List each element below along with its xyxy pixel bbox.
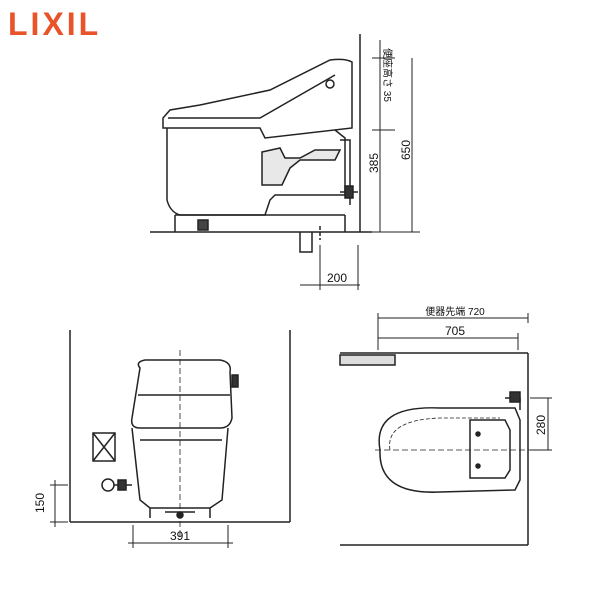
lid-button-icon	[325, 79, 335, 89]
dim-150: 150	[33, 493, 47, 513]
toilet-lid	[162, 58, 353, 139]
front-view	[69, 330, 291, 540]
toilet-body	[166, 128, 346, 216]
front-dimensions	[50, 480, 233, 548]
top-hole-icon-1	[475, 431, 481, 437]
dim-720: 便器先端 720	[425, 305, 485, 318]
top-hole-icon-2	[475, 463, 481, 469]
outlet-cross	[92, 432, 116, 462]
paper-holder	[339, 354, 396, 366]
water-valve-icon	[344, 185, 354, 199]
supply-valve-icon	[117, 479, 127, 491]
lixil-logo: LIXIL	[8, 6, 102, 42]
floor-bolt-icon	[197, 219, 209, 231]
top-dimensions	[377, 313, 552, 451]
toilet-base	[174, 214, 346, 232]
dim-seat-height: 便座高さ 35	[381, 48, 394, 102]
outlet-box	[92, 432, 116, 462]
side-view	[150, 34, 372, 253]
internal-tank	[261, 147, 342, 186]
dim-705: 705	[445, 324, 465, 338]
top-bowl-inner	[389, 417, 500, 451]
side-dimensions	[300, 40, 420, 290]
top-seat-region	[469, 419, 511, 479]
dim-200: 200	[327, 271, 347, 285]
front-lid	[130, 359, 233, 429]
top-view	[339, 352, 545, 546]
dim-391: 391	[170, 529, 190, 543]
lid-seam	[168, 74, 336, 119]
dim-650: 650	[399, 140, 413, 160]
dim-385: 385	[367, 153, 381, 173]
dim-280: 280	[534, 415, 548, 435]
side-button-icon	[231, 374, 239, 388]
water-supply-icon	[101, 478, 115, 492]
top-valve-icon	[509, 391, 521, 403]
drain-pipe	[299, 232, 313, 253]
